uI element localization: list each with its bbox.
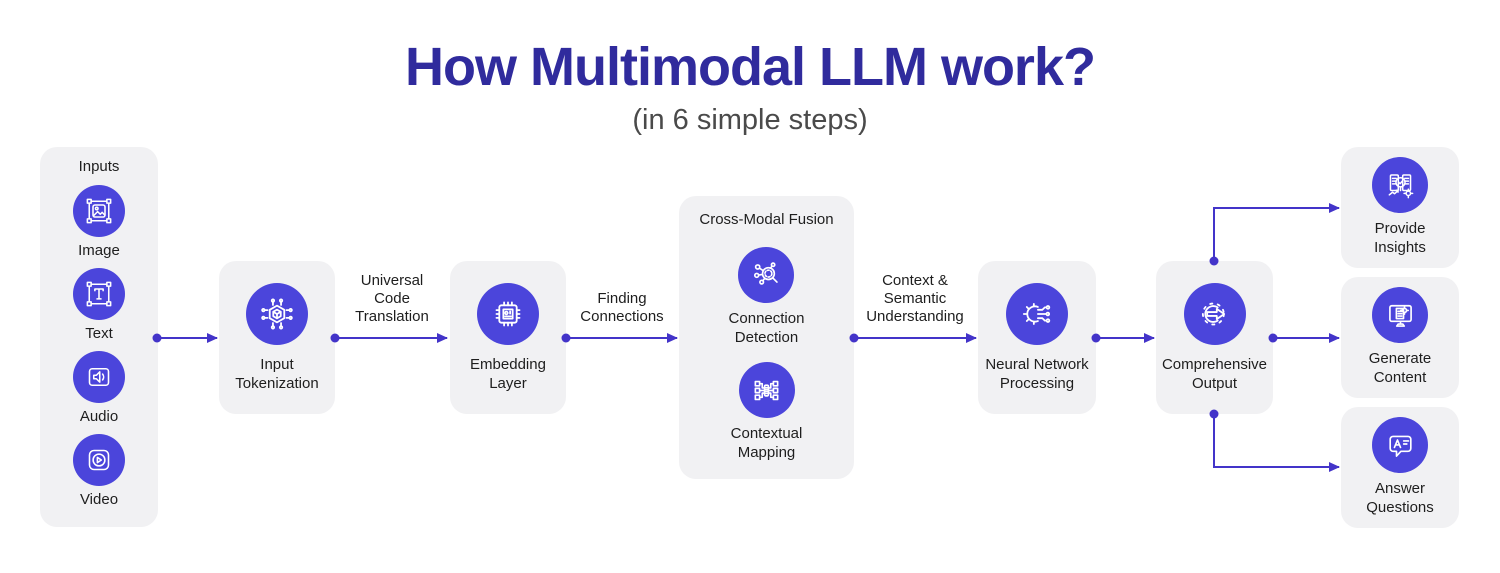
step-label: Neural Network Processing	[985, 356, 1089, 392]
fusion-panel-title: Cross-Modal Fusion	[699, 211, 834, 228]
chip-icon	[477, 283, 539, 345]
step-label: Embedding Layer	[470, 356, 546, 392]
input-item-image: Image	[73, 185, 125, 260]
output-answer-questions: Answer Questions	[1341, 407, 1459, 528]
flow-label-finding-connections: Finding Connections	[580, 290, 664, 325]
connection-detection-icon	[738, 247, 795, 303]
text-icon	[73, 268, 125, 320]
input-item-label: Image	[78, 242, 120, 259]
insights-icon	[1372, 157, 1428, 213]
video-icon	[73, 434, 125, 486]
arrow-output-to-answer-questions	[1213, 414, 1340, 472]
page-subtitle: (in 6 simple steps)	[632, 104, 868, 136]
answer-questions-icon	[1372, 417, 1428, 473]
gear-arrow-icon	[1183, 283, 1246, 345]
step-embedding-layer: Embedding Layer	[450, 261, 566, 414]
flow-label-context-semantic-understanding: Context & Semantic Understanding	[866, 272, 964, 325]
input-item-audio: Audio	[73, 351, 125, 426]
input-item-label: Video	[79, 491, 119, 508]
step-neural-network-processing: Neural Network Processing	[978, 261, 1096, 414]
step-label: Comprehensive Output	[1161, 356, 1268, 392]
input-item-label: Audio	[79, 408, 119, 425]
fusion-item-label: Connection Detection	[728, 310, 805, 346]
output-label: Provide Insights	[1374, 220, 1426, 256]
neural-network-icon	[1006, 283, 1068, 345]
input-item-label: Text	[85, 325, 113, 342]
page-title: How Multimodal LLM work?	[405, 37, 1096, 97]
flow-label-universal-code-translation: Universal Code Translation	[355, 272, 429, 325]
input-item-text: Text	[73, 268, 125, 343]
contextual-mapping-icon	[738, 362, 795, 418]
fusion-item-connection-detection: Connection Detection	[728, 247, 805, 347]
input-item-video: Video	[73, 434, 125, 509]
step-comprehensive-output: Comprehensive Output	[1156, 261, 1273, 414]
inputs-panel: Inputs Image Text Audio Video	[40, 147, 158, 527]
step-input-tokenization: Input Tokenization	[219, 261, 335, 414]
generate-content-icon	[1372, 287, 1428, 343]
tokenization-icon	[246, 283, 308, 345]
step-label: Input Tokenization	[235, 356, 319, 392]
output-label: Answer Questions	[1366, 480, 1434, 516]
output-provide-insights: Provide Insights	[1341, 147, 1459, 268]
cross-modal-fusion-panel: Cross-Modal Fusion Connection Detection …	[679, 196, 854, 479]
inputs-panel-title: Inputs	[78, 158, 120, 175]
audio-icon	[73, 351, 125, 403]
fusion-item-label: Contextual Mapping	[730, 425, 803, 461]
output-label: Generate Content	[1368, 350, 1432, 386]
image-icon	[73, 185, 125, 237]
output-generate-content: Generate Content	[1341, 277, 1459, 398]
arrow-output-to-provide-insights	[1213, 203, 1340, 261]
fusion-item-contextual-mapping: Contextual Mapping	[730, 362, 803, 462]
